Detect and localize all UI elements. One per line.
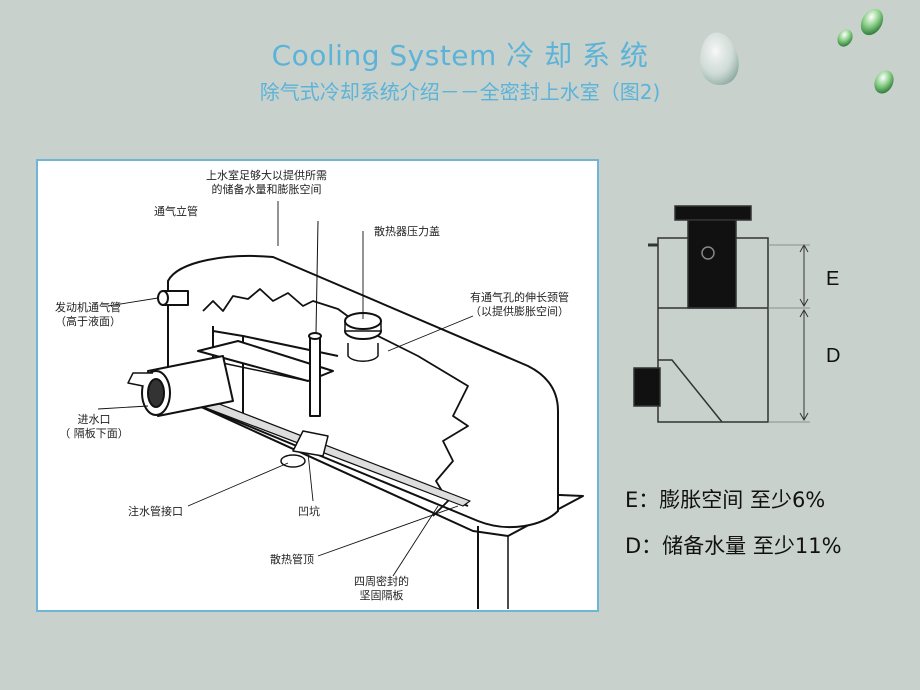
water-drops-decoration bbox=[700, 8, 894, 94]
label-sealed-baffle: 四周密封的 坚固隔板 bbox=[354, 575, 409, 603]
label-top-space-line2: 的储备水量和膨胀空间 bbox=[211, 183, 322, 196]
label-engine-vent-line1: 发动机通气管 bbox=[55, 301, 121, 314]
page-title: Cooling System 冷 却 系 统 bbox=[271, 39, 649, 72]
label-pit: 凹坑 bbox=[298, 505, 320, 518]
label-extended-neck-line2: （以提供膨胀空间） bbox=[470, 305, 569, 318]
label-top-space: 上水室足够大以提供所需 的储备水量和膨胀空间 bbox=[206, 169, 327, 197]
label-tube-top: 散热管顶 bbox=[270, 553, 314, 566]
label-inlet: 进水口 （ 隔板下面） bbox=[54, 413, 134, 441]
label-extended-neck: 有通气孔的伸长颈管 （以提供膨胀空间） bbox=[470, 291, 569, 319]
spec-expansion-space: E：膨胀空间 至少6% bbox=[625, 488, 826, 512]
side-section-diagram bbox=[633, 205, 810, 423]
label-engine-vent: 发动机通气管 （高于液面） bbox=[43, 301, 133, 329]
label-top-space-line1: 上水室足够大以提供所需 bbox=[206, 169, 327, 182]
label-inlet-note: （ 隔板下面） bbox=[59, 427, 129, 440]
page-subtitle: 除气式冷却系统介绍－－全密封上水室（图2) bbox=[259, 80, 661, 104]
label-radiator-cap: 散热器压力盖 bbox=[374, 225, 440, 238]
label-engine-vent-note: （高于液面） bbox=[55, 315, 121, 328]
dimension-label-d: D bbox=[826, 345, 841, 367]
label-sealed-baffle-line1: 四周密封的 bbox=[354, 575, 409, 588]
label-vent-pipe: 通气立管 bbox=[154, 205, 198, 218]
label-extended-neck-line1: 有通气孔的伸长颈管 bbox=[470, 291, 569, 304]
radiator-drawing bbox=[97, 201, 584, 609]
radiator-diagram: 上水室足够大以提供所需 的储备水量和膨胀空间 通气立管 散热器压力盖 发动机通气… bbox=[36, 159, 599, 612]
label-inlet-line1: 进水口 bbox=[77, 413, 111, 426]
label-sealed-baffle-line2: 坚固隔板 bbox=[359, 589, 404, 602]
label-fill-connection: 注水管接口 bbox=[128, 505, 183, 518]
spec-reserve-volume: D：储备水量 至少11% bbox=[625, 534, 842, 558]
dimension-label-e: E bbox=[826, 268, 840, 290]
